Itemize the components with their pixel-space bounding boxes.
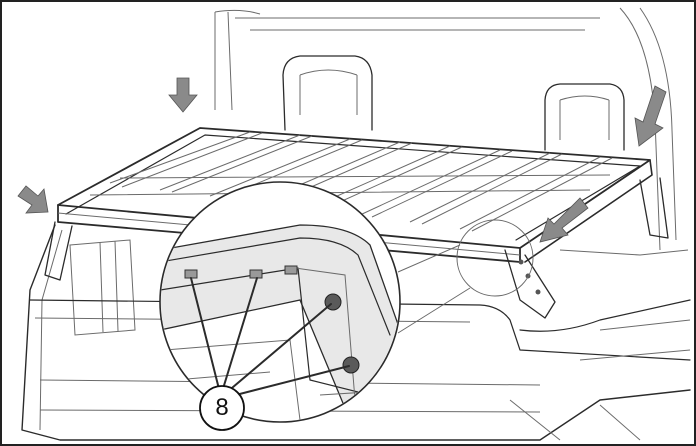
arrows bbox=[17, 77, 667, 243]
diagonal-arrow-icon bbox=[634, 85, 667, 147]
callout-leaders bbox=[190, 277, 350, 398]
callout-label: 8 bbox=[215, 394, 229, 421]
lower-bolt bbox=[342, 356, 360, 374]
down-arrow-icon bbox=[168, 77, 198, 113]
diagonal-arrow-icon bbox=[539, 197, 589, 243]
vehicle-cab bbox=[214, 7, 677, 251]
detail-origin-circle bbox=[456, 219, 534, 297]
detail-magnifier bbox=[159, 181, 471, 423]
diagonal-arrow-icon bbox=[17, 185, 49, 214]
callout-8 bbox=[199, 385, 245, 431]
